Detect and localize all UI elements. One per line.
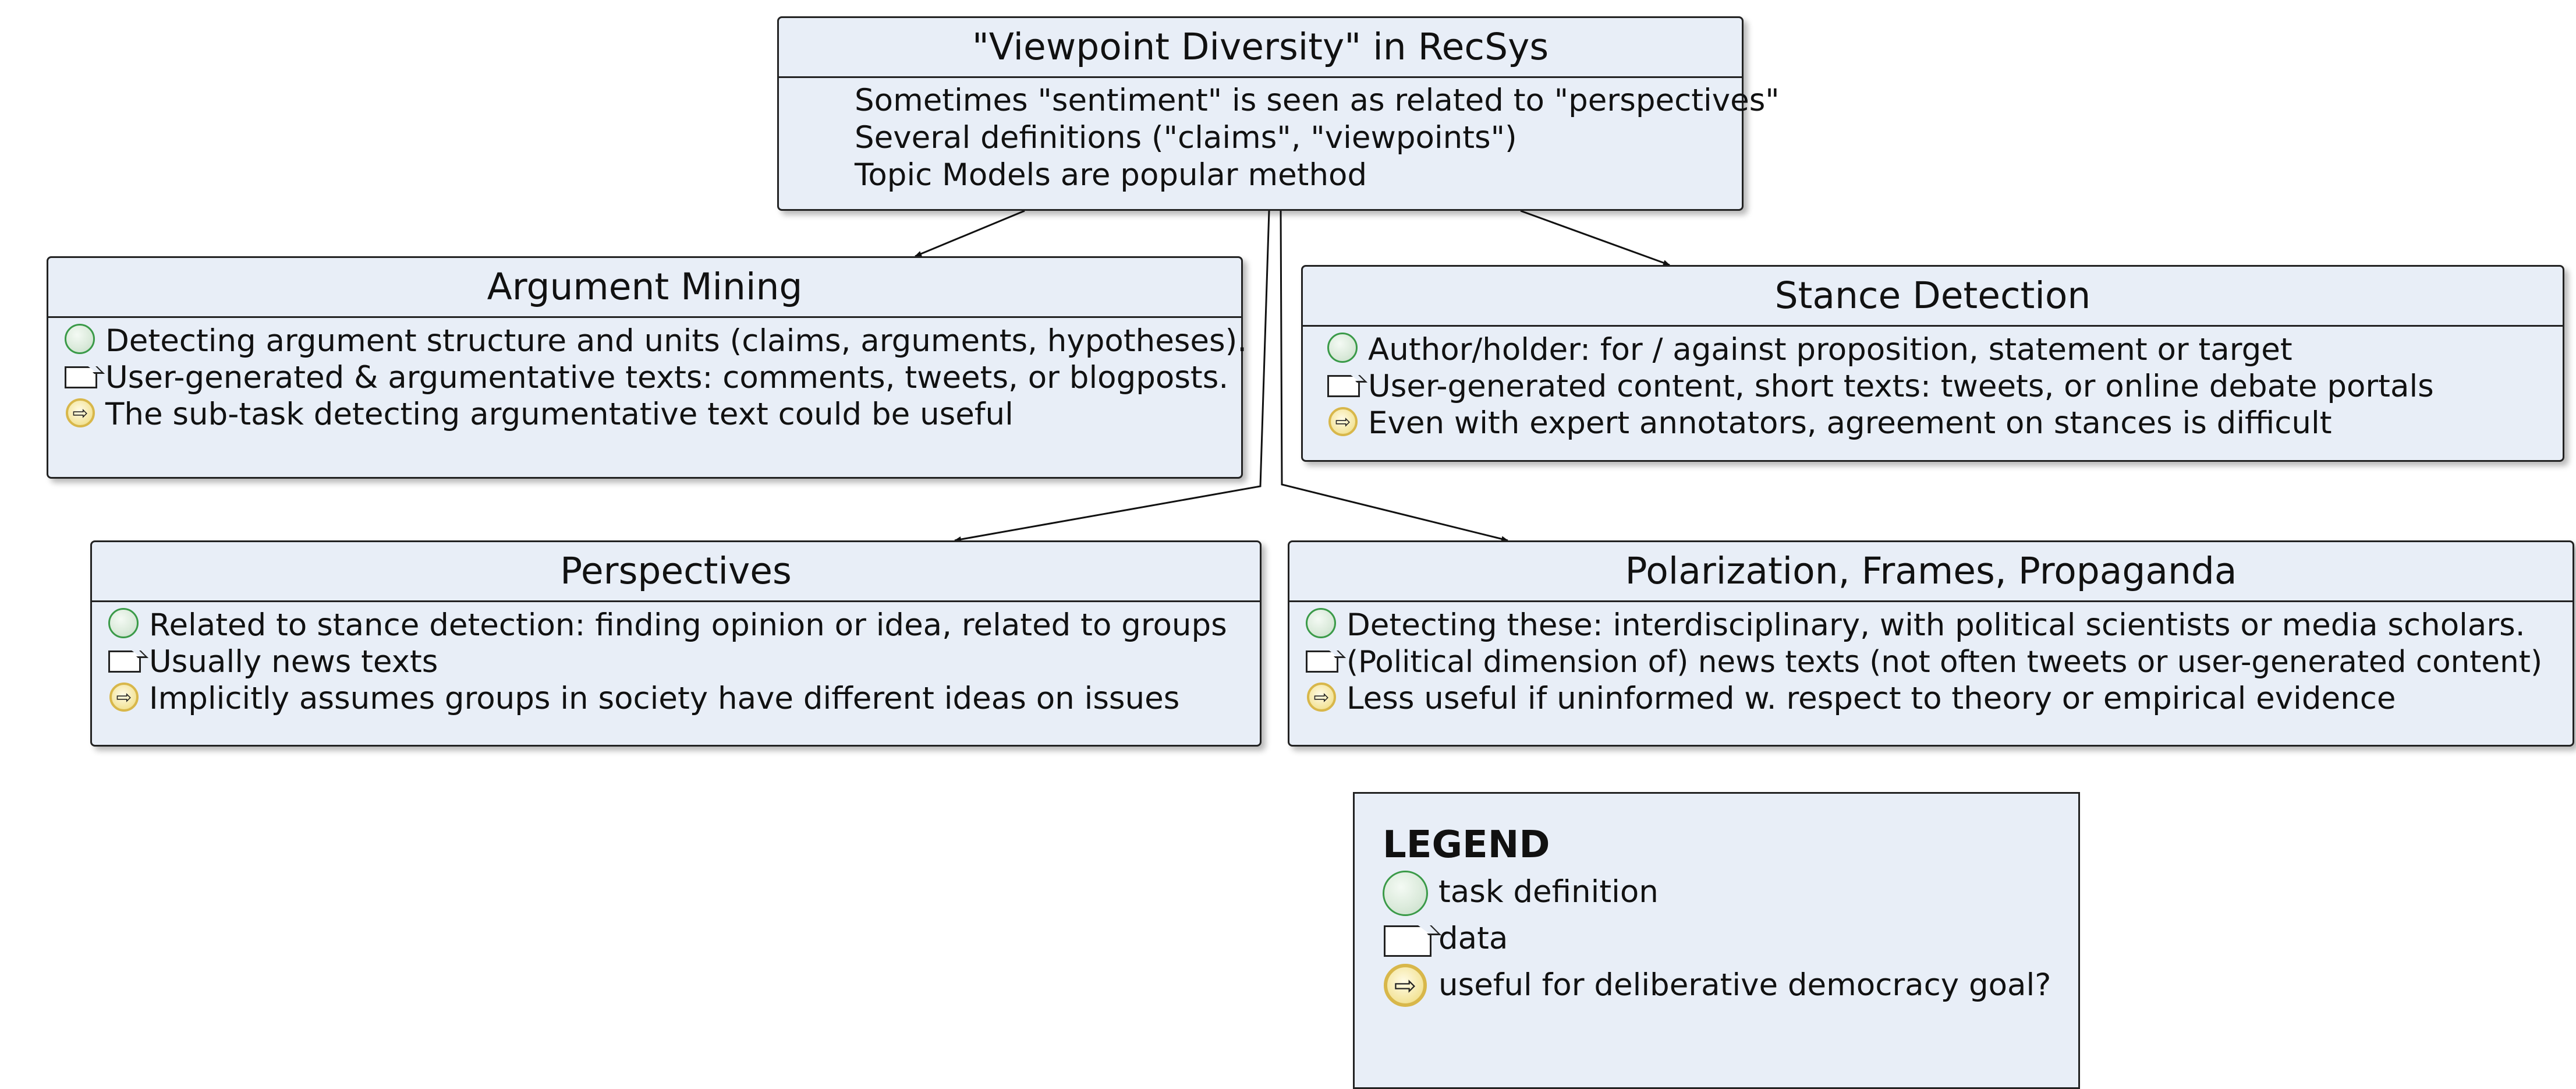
argument-mining-node: Argument Mining Detecting argument struc… (47, 256, 1247, 479)
document-icon (63, 359, 105, 396)
legend-item: useful for deliberative democracy goal? (1383, 961, 2078, 1008)
legend-item: data (1383, 915, 2078, 961)
data-text: User-generated & argumentative texts: co… (105, 360, 1229, 395)
root-line: Sometimes "sentiment" is seen as related… (855, 82, 1780, 118)
root-line: Several definitions ("claims", "viewpoin… (855, 119, 1517, 155)
stance-detection-title: Stance Detection (1303, 267, 2563, 327)
perspectives-node: Perspectives Related to stance detection… (90, 540, 1262, 747)
root-node: "Viewpoint Diversity" in RecSys Sometime… (777, 16, 1780, 211)
stance-detection-node: Stance Detection Author/holder: for / ag… (1301, 265, 2564, 462)
usefulness-text: Implicitly assumes groups in society hav… (149, 681, 1180, 716)
arrow-circle-icon (107, 680, 149, 717)
edge-root-perspectives (954, 210, 1270, 543)
document-icon (107, 644, 149, 680)
green-circle-icon (1383, 868, 1438, 916)
perspectives-title: Perspectives (92, 542, 1260, 602)
task-definition-icon (1326, 331, 1368, 368)
task-definition-icon (63, 323, 105, 359)
usefulness-text: The sub-task detecting argumentative tex… (105, 397, 1014, 432)
legend-label: useful for deliberative democracy goal? (1438, 967, 2051, 1003)
usefulness-text: Even with expert annotators, agreement o… (1368, 405, 2332, 441)
arrow-circle-icon (63, 396, 105, 433)
document-icon (1305, 644, 1347, 680)
document-icon (1383, 915, 1438, 961)
task-definition-icon (1305, 607, 1347, 644)
edge-root-stance-detection (1520, 210, 1670, 266)
arrow-circle-icon (1326, 405, 1368, 441)
root-title: "Viewpoint Diversity" in RecSys (779, 18, 1742, 78)
arrow-circle-icon (1383, 961, 1438, 1008)
polarization-node: Polarization, Frames, Propaganda Detecti… (1288, 540, 2574, 747)
task-definition-text: Detecting these: interdisciplinary, with… (1347, 607, 2525, 643)
task-definition-text: Author/holder: for / against proposition… (1368, 332, 2292, 367)
argument-mining-title: Argument Mining (48, 258, 1241, 318)
legend: LEGEND task definition data useful for d… (1353, 792, 2080, 1089)
legend-label: task definition (1438, 874, 1659, 910)
arrow-circle-icon (1305, 680, 1347, 717)
legend-label: data (1438, 920, 1508, 956)
data-text: (Political dimension of) news texts (not… (1347, 644, 2543, 680)
polarization-title: Polarization, Frames, Propaganda (1289, 542, 2573, 602)
task-definition-icon (107, 607, 149, 644)
data-text: User-generated content, short texts: twe… (1368, 369, 2434, 404)
document-icon (1326, 368, 1368, 405)
root-line: Topic Models are popular method (855, 157, 1367, 193)
usefulness-text: Less useful if uninformed w. respect to … (1347, 681, 2396, 716)
edge-root-polarization (1280, 210, 1508, 542)
data-text: Usually news texts (149, 644, 438, 680)
task-definition-text: Related to stance detection: finding opi… (149, 607, 1227, 643)
edge-root-argument-mining (915, 210, 1025, 257)
task-definition-text: Detecting argument structure and units (… (105, 323, 1248, 359)
legend-title: LEGEND (1383, 823, 1550, 867)
legend-item: task definition (1383, 868, 2078, 916)
